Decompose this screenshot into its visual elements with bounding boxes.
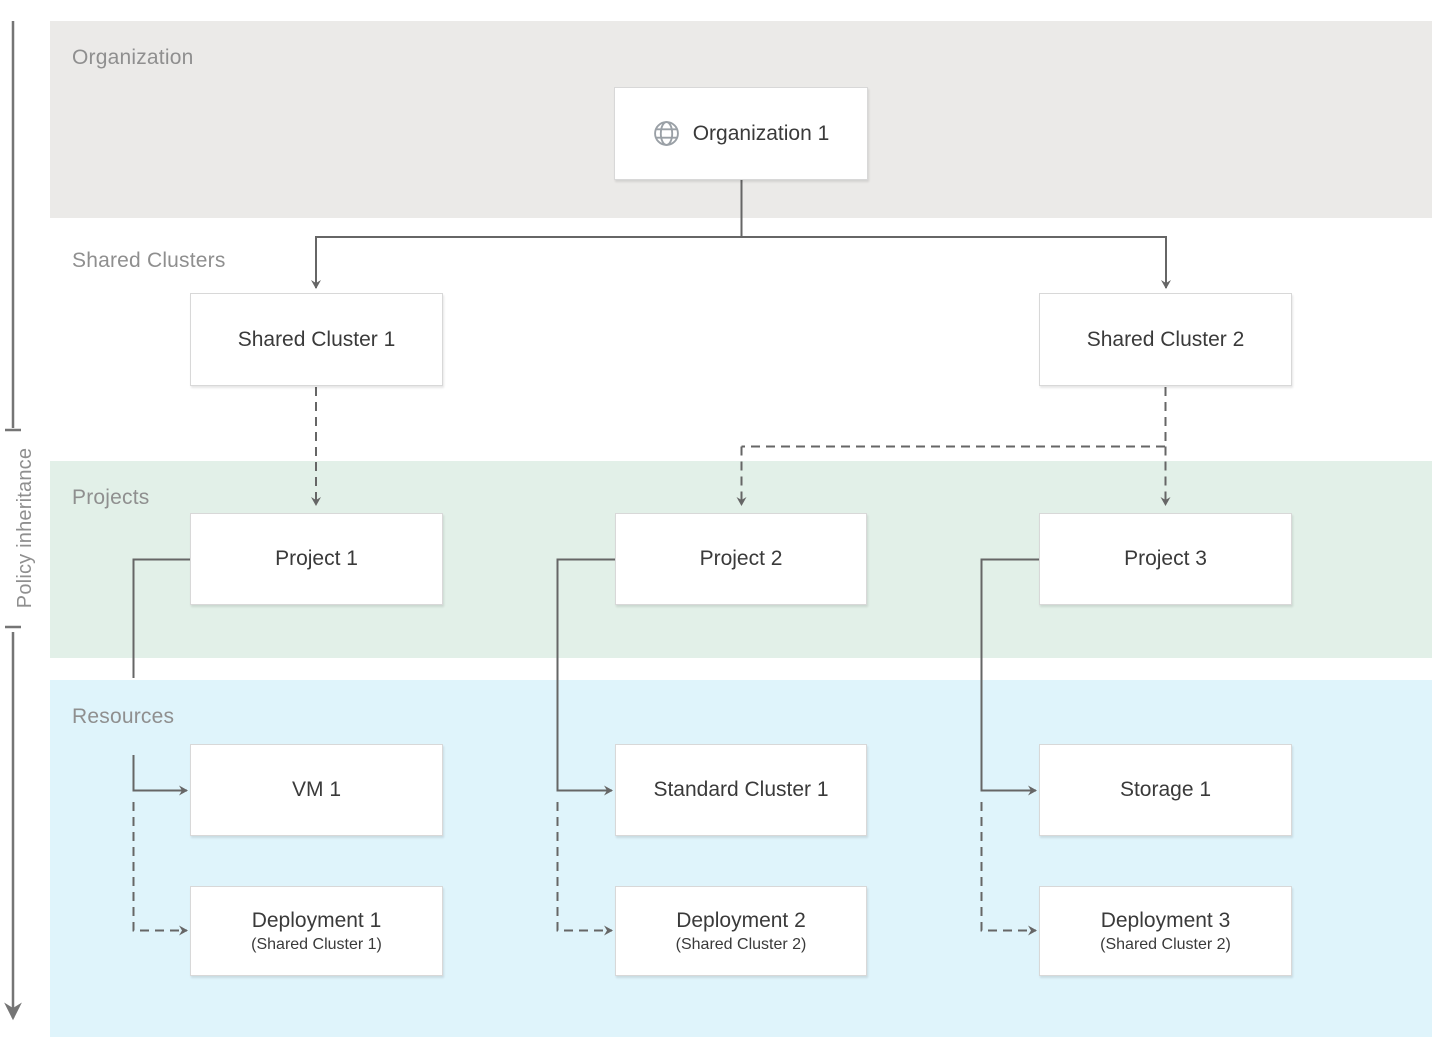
edge-shared-cluster2-branch xyxy=(741,387,1167,448)
storage-1-label: Storage 1 xyxy=(1119,778,1212,801)
deployment-3-node: Deployment 3 (Shared Cluster 2) xyxy=(1039,886,1292,976)
deployment-1-label: Deployment 1 xyxy=(251,908,382,932)
project-2-label: Project 2 xyxy=(699,547,783,570)
shared-clusters-band-label: Shared Clusters xyxy=(72,249,226,272)
organization-band-label: Organization xyxy=(72,46,194,69)
deployment-3-sublabel: (Shared Cluster 2) xyxy=(1100,935,1231,953)
organization-1-node: Organization 1 xyxy=(614,87,868,180)
deployment-1-node: Deployment 1 (Shared Cluster 1) xyxy=(190,886,443,976)
resources-band-label: Resources xyxy=(72,705,175,728)
shared-cluster-2-label: Shared Cluster 2 xyxy=(1086,327,1245,351)
policy-inheritance-axis-label: Policy inheritance xyxy=(14,447,36,609)
project-1-label: Project 1 xyxy=(275,547,358,570)
vm-1-label: VM 1 xyxy=(291,778,341,801)
deployment-3-label: Deployment 3 xyxy=(1100,908,1231,932)
project-3-node: Project 3 xyxy=(1039,513,1292,605)
shared-cluster-1-node: Shared Cluster 1 xyxy=(190,293,443,386)
shared-cluster-2-node: Shared Cluster 2 xyxy=(1039,293,1292,386)
standard-cluster-1-node: Standard Cluster 1 xyxy=(615,744,867,836)
standard-cluster-1-label: Standard Cluster 1 xyxy=(653,778,829,801)
shared-cluster-1-label: Shared Cluster 1 xyxy=(237,327,396,351)
deployment-2-label: Deployment 2 xyxy=(676,908,806,932)
globe-icon xyxy=(653,120,680,147)
project-2-node: Project 2 xyxy=(615,513,867,605)
deployment-2-node: Deployment 2 (Shared Cluster 2) xyxy=(615,886,867,976)
vm-1-node: VM 1 xyxy=(190,744,443,836)
deployment-1-sublabel: (Shared Cluster 1) xyxy=(251,935,382,953)
deployment-2-sublabel: (Shared Cluster 2) xyxy=(675,935,807,953)
projects-band-label: Projects xyxy=(72,486,150,509)
project-1-node: Project 1 xyxy=(190,513,443,605)
resources-band: Resources xyxy=(50,680,1432,1037)
project-3-label: Project 3 xyxy=(1124,547,1207,570)
organization-1-label: Organization 1 xyxy=(692,121,830,145)
storage-1-node: Storage 1 xyxy=(1039,744,1292,836)
